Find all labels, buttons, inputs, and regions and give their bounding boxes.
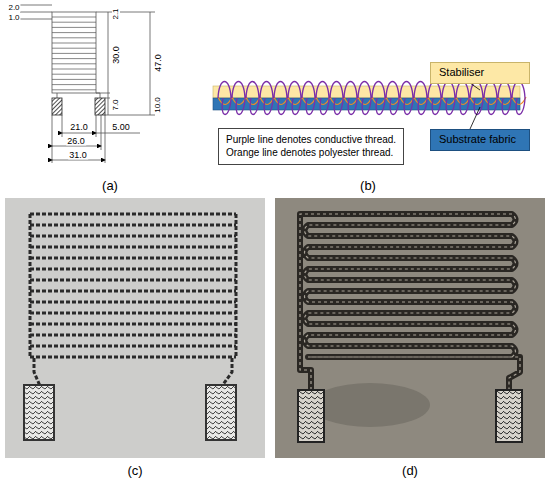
pad <box>95 98 105 115</box>
panel-label: (d) <box>402 464 418 477</box>
comb-lines <box>52 17 96 90</box>
pad <box>298 390 324 442</box>
note-box: Purple line denotes conductive thread.Or… <box>218 128 404 165</box>
panel-label: (a) <box>102 179 118 192</box>
node-text: Purple line denotes conductive thread. <box>226 134 396 147</box>
dimension-label: 5.00 <box>111 123 131 132</box>
dimension-label: 2.0 <box>7 4 20 12</box>
pad <box>24 385 54 440</box>
dimension-label: 7.0 <box>112 98 120 111</box>
stitched-sensor <box>30 214 236 386</box>
dimension-label: 1.0 <box>7 14 20 22</box>
node-text: Stabiliser <box>439 66 521 80</box>
dimension-label: 10.0 <box>154 96 162 114</box>
pad <box>206 385 236 440</box>
pad <box>496 390 522 442</box>
stain <box>310 383 430 427</box>
panel-label: (b) <box>360 179 376 192</box>
dimension-label: 30.0 <box>112 45 121 65</box>
dimension-label: 47.0 <box>154 53 163 73</box>
substrate-label-box: Substrate fabric <box>430 129 530 151</box>
pad <box>52 98 62 115</box>
panel-label: (c) <box>127 464 142 477</box>
leader-line <box>470 83 480 90</box>
dimension-label: 2.1 <box>112 7 120 20</box>
dimension-label: 26.0 <box>66 137 86 146</box>
leader-line <box>470 107 480 129</box>
photo-c <box>5 198 265 458</box>
dimension-label: 21.0 <box>69 123 89 132</box>
stitch-highlight <box>300 214 520 390</box>
node-text: Substrate fabric <box>439 133 521 147</box>
dimension-drawing <box>20 5 155 163</box>
node-text: Orange line denotes polyester thread. <box>226 147 396 160</box>
stabiliser-label-box: Stabiliser <box>430 62 530 84</box>
stitched-sensor <box>300 214 520 390</box>
photo-d <box>275 198 545 458</box>
dimension-label: 31.0 <box>68 151 88 160</box>
